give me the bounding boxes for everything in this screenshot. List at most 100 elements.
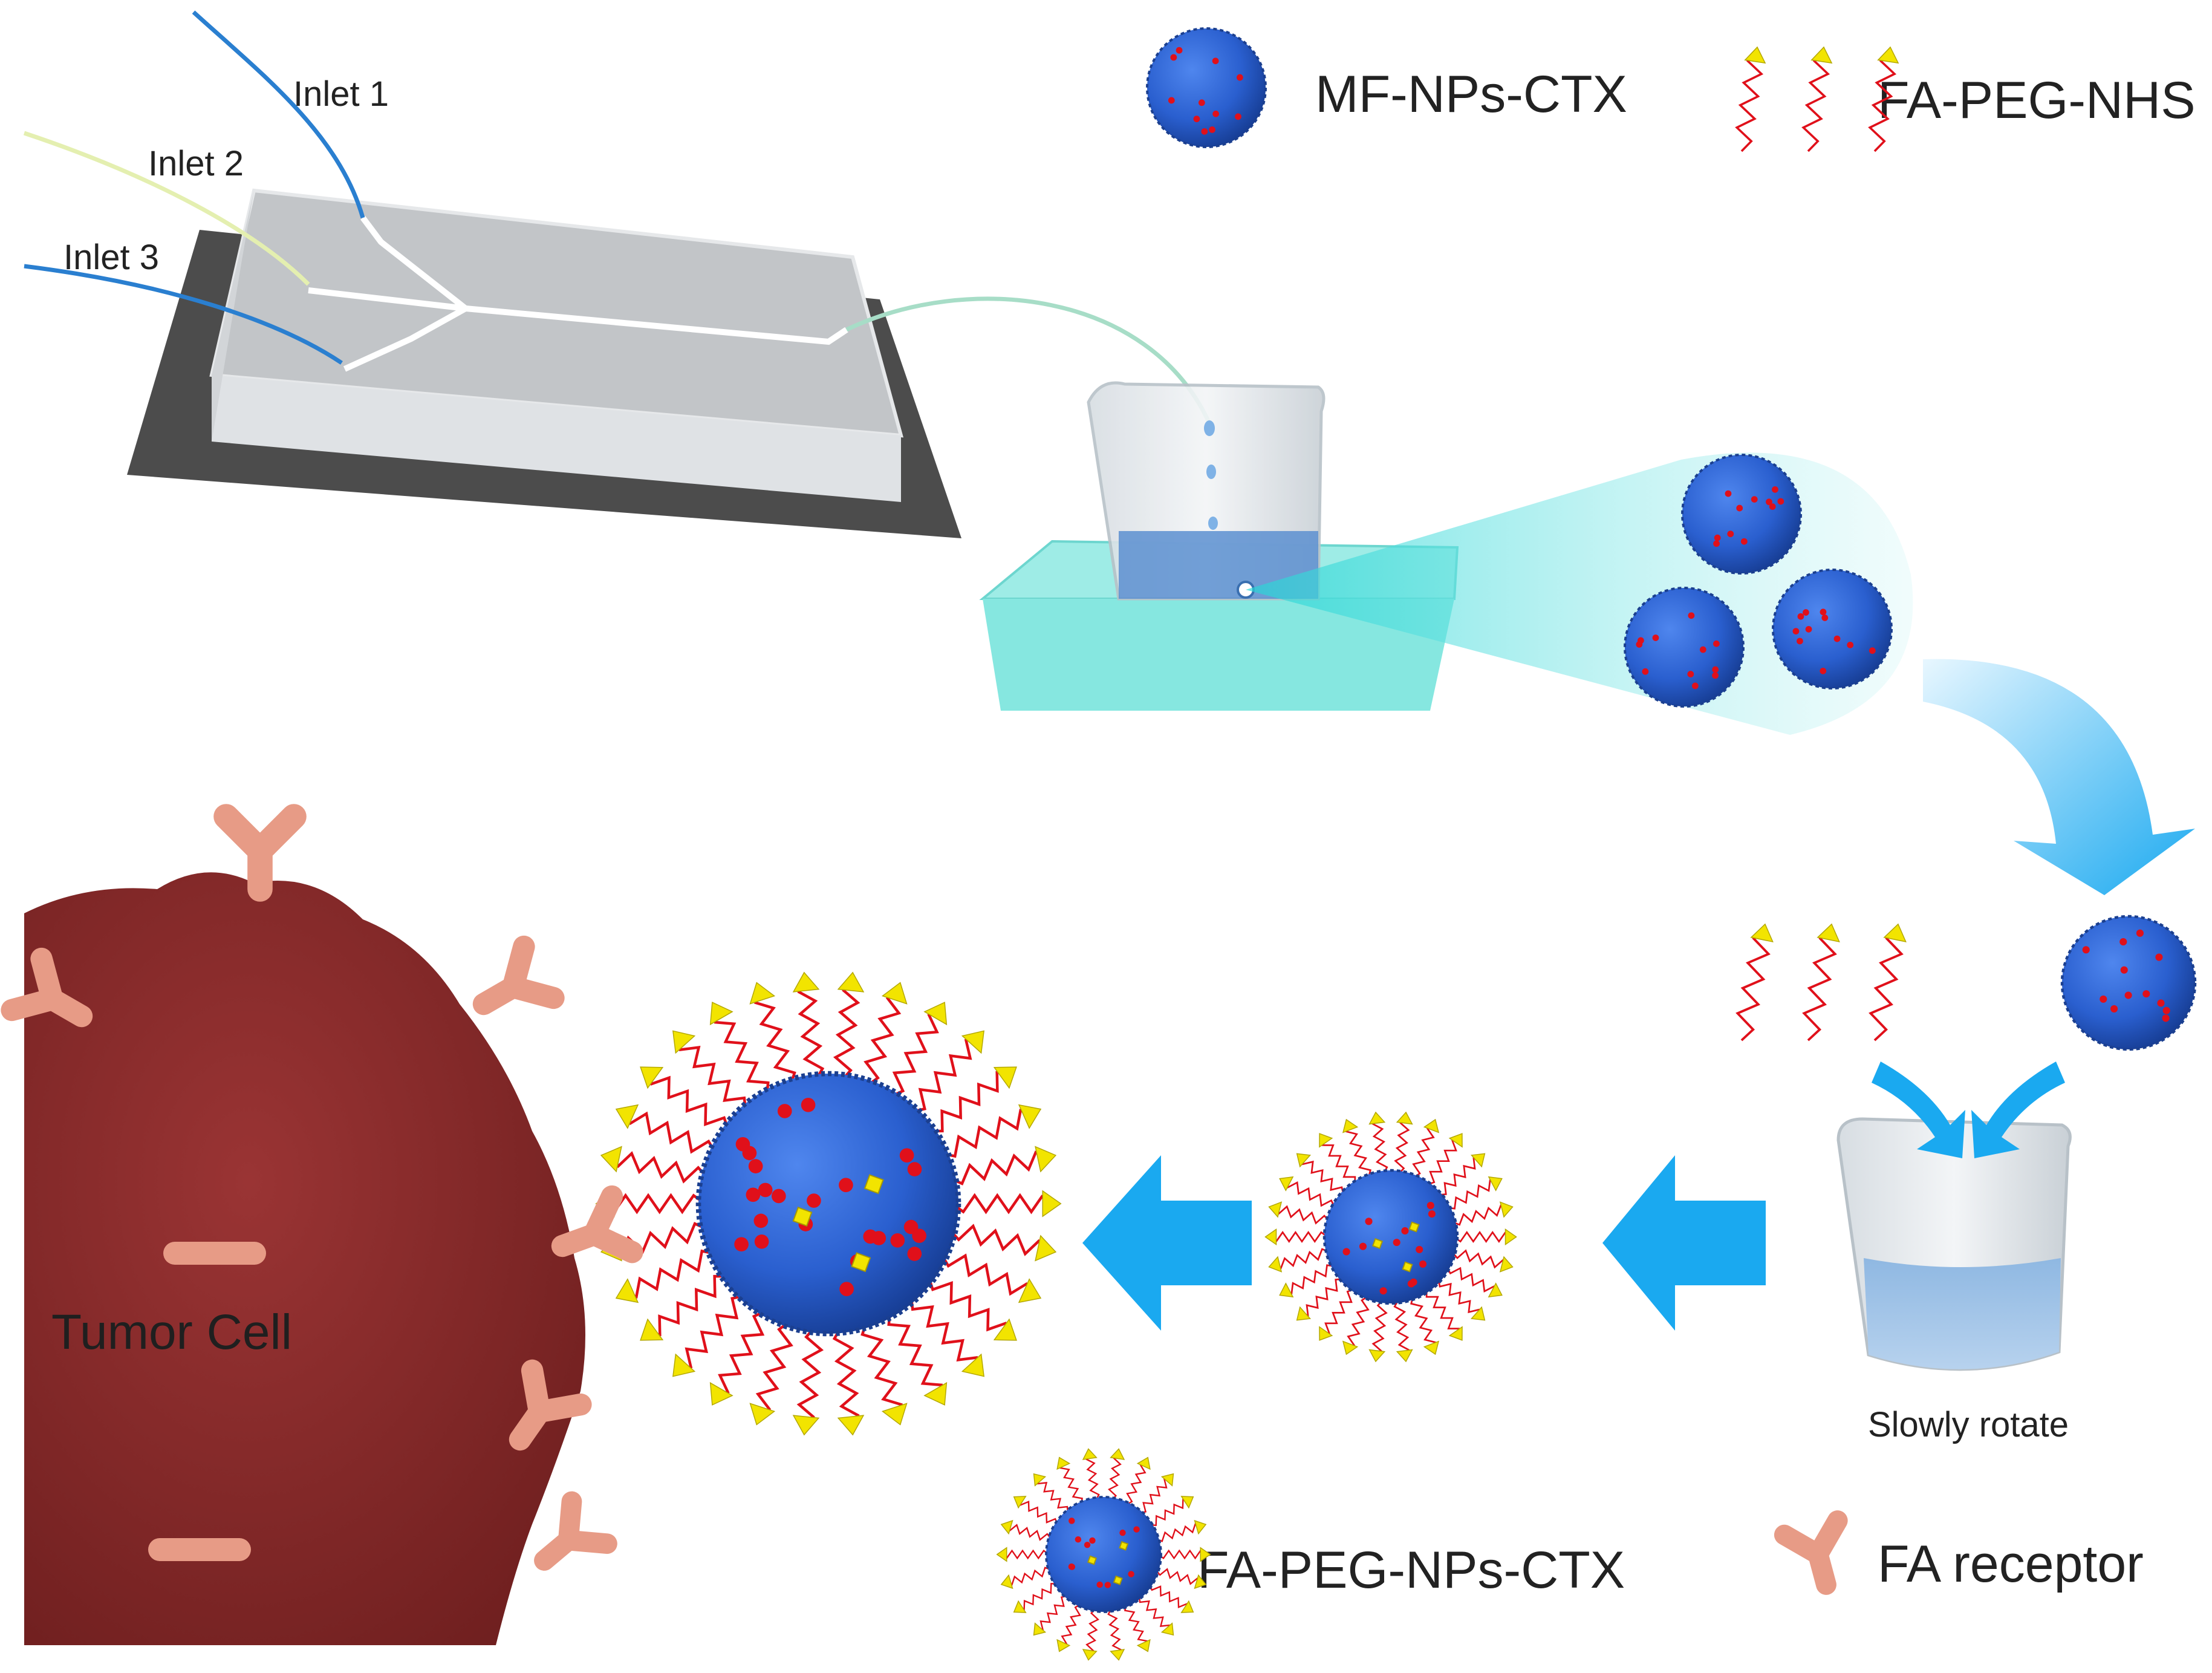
- folate-head: [1499, 1201, 1514, 1218]
- peg-linker: [792, 971, 825, 1081]
- conjugated-folate: [851, 1252, 871, 1273]
- drug-dot: [1170, 54, 1177, 61]
- peg-chain: [1306, 1277, 1344, 1317]
- peg-linker: [1125, 1456, 1151, 1505]
- drug-dot: [1193, 116, 1200, 123]
- folate-head: [1033, 1473, 1047, 1487]
- folate-head: [1368, 1111, 1386, 1125]
- drug-dot: [1713, 540, 1720, 547]
- peg-chain: [1345, 1130, 1371, 1178]
- legend-final-particle-label: FA-PEG-NPs-CTX: [1197, 1541, 1625, 1599]
- folate-head: [1342, 1118, 1359, 1133]
- folate-head: [1013, 1600, 1027, 1613]
- peg-linker: [948, 1224, 1057, 1262]
- peg-chain: [1061, 1603, 1082, 1645]
- drug-dot: [1407, 1280, 1415, 1288]
- peg-linker: [1268, 1201, 1330, 1225]
- mixing-beaker-liquid: [1864, 1258, 2061, 1369]
- peg-linker: [951, 1190, 1062, 1218]
- drug-dot: [1652, 634, 1659, 641]
- peg-linker: [1279, 1264, 1335, 1298]
- drug-dot: [1699, 646, 1706, 653]
- folate-head: [1042, 1190, 1062, 1218]
- folate-head: [1470, 1306, 1486, 1321]
- reactant-linker: [1869, 923, 1907, 1042]
- drug-dot: [2162, 1006, 2170, 1014]
- peg-chain: [1451, 1249, 1504, 1269]
- peg-chain: [1868, 59, 1897, 152]
- folate-head: [1279, 1176, 1294, 1192]
- folate-head: [640, 1318, 664, 1341]
- peg-linker: [927, 1276, 1017, 1341]
- peg-chain: [948, 1224, 1041, 1256]
- legend-linker-icon: [1735, 46, 1766, 152]
- water-bath-front: [983, 599, 1454, 711]
- folate-head: [749, 982, 776, 1005]
- conjugated-folate: [792, 1207, 813, 1227]
- peg-linker: [615, 1249, 716, 1303]
- folate-head: [1470, 1153, 1486, 1168]
- pour-arrow-right: [1971, 1062, 2065, 1158]
- peg-linker: [1033, 1473, 1069, 1513]
- peg-linker: [1319, 1133, 1356, 1185]
- drug-dot: [754, 1234, 769, 1249]
- folate-head: [1110, 1448, 1125, 1460]
- drug-dot: [1359, 1242, 1367, 1250]
- tumor-cell-label: Tumor Cell: [51, 1305, 292, 1360]
- drug-dot: [1833, 635, 1841, 642]
- peg-chain: [1125, 1464, 1147, 1505]
- receptor-shape: [213, 804, 307, 902]
- peg-linker: [1264, 1228, 1329, 1246]
- peg-chain: [1023, 1582, 1058, 1610]
- peg-linker: [890, 1002, 948, 1098]
- cone-particle: [1681, 454, 1802, 575]
- drug-dot: [1201, 128, 1208, 135]
- drug-dot: [899, 1148, 914, 1163]
- peg-chain: [1124, 1603, 1148, 1642]
- drug-dot: [1401, 1227, 1409, 1234]
- receptor-shape: [534, 1491, 617, 1571]
- folate-head: [1396, 1349, 1413, 1363]
- peg-linker: [1437, 1279, 1486, 1321]
- fa-receptor-icon: [213, 804, 307, 902]
- drug-dot: [746, 1187, 761, 1202]
- folate-head: [672, 1030, 696, 1054]
- folate-head: [1035, 1146, 1057, 1173]
- pour-arrow-left: [1872, 1062, 1965, 1158]
- conjugated-folate: [1408, 1221, 1420, 1233]
- peg-linker: [948, 1146, 1057, 1185]
- folate-head: [961, 1353, 984, 1377]
- peg-chain: [1010, 1567, 1052, 1586]
- peg-linker: [1000, 1519, 1052, 1541]
- peg-linker: [749, 1320, 793, 1426]
- folate-head: [1279, 1282, 1294, 1298]
- peg-chain: [927, 1276, 1007, 1332]
- folate-head: [881, 982, 908, 1005]
- folate-head: [709, 1381, 734, 1406]
- fa-receptor-icon: [163, 1242, 266, 1265]
- drug-dot: [742, 1146, 757, 1161]
- folate-head: [1268, 1201, 1283, 1218]
- peg-linker: [1279, 1176, 1336, 1208]
- peg-linker: [1438, 1153, 1486, 1196]
- peg-chain: [1735, 59, 1764, 152]
- drug-dot: [1209, 126, 1215, 133]
- peg-chain: [911, 1039, 972, 1114]
- drug-dot: [1712, 672, 1719, 679]
- peg-chain: [1157, 1549, 1202, 1560]
- final-particle-large: [695, 1071, 961, 1337]
- peg-chain: [941, 1109, 1023, 1158]
- peg-linker: [1268, 1248, 1330, 1273]
- folate-head: [923, 1381, 948, 1406]
- drug-dot: [2162, 1014, 2170, 1022]
- folate-head: [1883, 923, 1907, 943]
- folate-head: [1296, 1153, 1312, 1168]
- drug-dot: [907, 1162, 922, 1176]
- peg-chain: [754, 1001, 796, 1087]
- peg-linker: [1451, 1201, 1514, 1226]
- conjugated-folate: [1371, 1238, 1384, 1250]
- peg-chain: [1735, 937, 1771, 1042]
- peg-chain: [796, 1325, 824, 1419]
- peg-chain: [1085, 1458, 1100, 1501]
- peg-chain: [613, 1193, 706, 1215]
